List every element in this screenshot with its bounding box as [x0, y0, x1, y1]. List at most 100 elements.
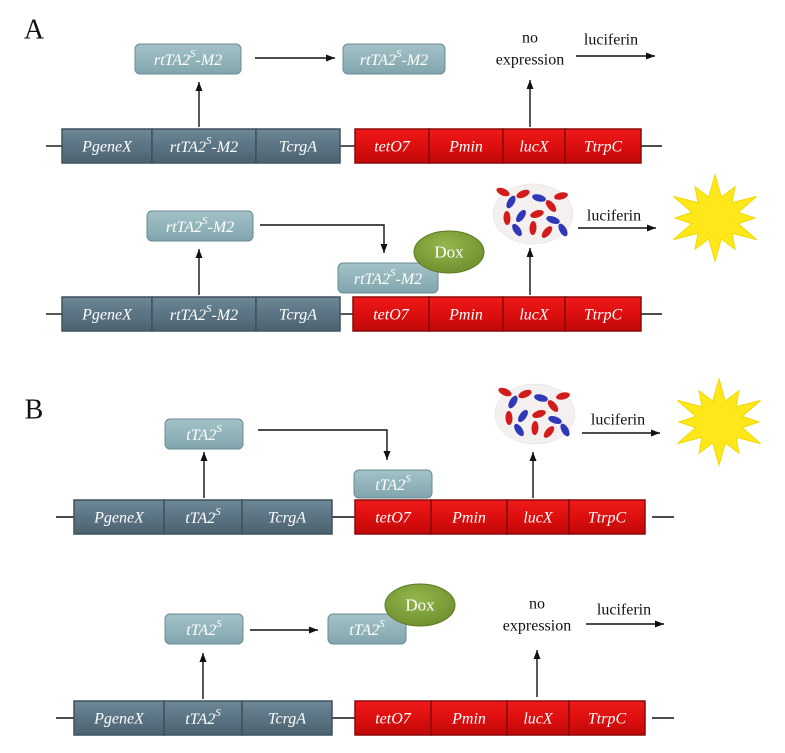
a2-luciferase-protein-structure-icon-strand: [516, 189, 530, 199]
b1-luciferase-protein-structure-icon-strand: [505, 411, 513, 425]
a1-red-track-seg-2: [502, 128, 566, 164]
a1-grey-track-seg-2: [255, 128, 341, 164]
b2-expression-label: expression: [503, 618, 571, 635]
a2-dox-shape: [413, 230, 485, 274]
a1-protein-right: rtTA2S-M2: [342, 43, 446, 75]
b2-red-track-label-0: tetO7: [375, 711, 412, 728]
b2-no-label: no: [529, 596, 545, 613]
b1-red-track-label-0: tetO7: [375, 510, 412, 527]
b1-protein-bound-label: tTA2S: [375, 473, 411, 494]
a2-arrow-bind: [260, 224, 388, 253]
b1-grey-track-seg-2: [241, 499, 333, 535]
a2-dox-label: Dox: [434, 243, 464, 262]
a1-grey-track-label-2: TcrgA: [279, 139, 317, 156]
b2-grey-track-seg-2: [241, 700, 333, 736]
b1-luciferase-protein-structure-icon-strand: [508, 395, 518, 409]
panel-label-a: A: [24, 15, 45, 46]
b1-protein-bound: tTA2S: [353, 469, 433, 499]
a2-dox: Dox: [413, 230, 485, 274]
a2-red-track-seg-3: [564, 296, 642, 332]
a2-grey-track-label-2: TcrgA: [279, 307, 317, 324]
b2-red-track-label-1: Pmin: [451, 711, 486, 728]
a2-light-burst-icon: [673, 172, 757, 264]
b1-luciferase-protein-structure-icon-strand: [547, 400, 559, 412]
b1-protein-left-box: [164, 418, 244, 450]
b1-grey-track-label-1: tTA2S: [185, 506, 221, 527]
b2-protein-left-label: tTA2S: [186, 618, 222, 639]
a1-red-track-seg-3: [564, 128, 642, 164]
a1-red-track-seg-0: [354, 128, 430, 164]
a1-protein-left-label: rtTA2S-M2: [154, 48, 222, 69]
b2-red-track-seg-0: [354, 700, 432, 736]
b2-red-track-seg-1: [430, 700, 508, 736]
panel-label-b: B: [25, 395, 44, 426]
b2-protein-right-box: [327, 613, 407, 645]
a2-protein-left-box: [146, 210, 254, 242]
b1-grey-track-seg-0: [73, 499, 165, 535]
a1-grey-track: PgeneX rtTA2S-M2 TcrgA: [61, 128, 341, 164]
b2-dox-label: Dox: [405, 596, 435, 615]
b2-protein-left: tTA2S: [164, 613, 244, 645]
a1-protein-left: rtTA2S-M2: [134, 43, 242, 75]
b1-luciferase-protein-structure-icon-strand: [531, 421, 539, 435]
b2-grey-track-label-2: TcrgA: [268, 711, 306, 728]
b1-luciferase-protein-structure-icon-strand: [532, 410, 546, 418]
b1-red-track-label-1: Pmin: [451, 510, 486, 527]
b2-protein-right: tTA2S: [327, 613, 407, 645]
a2-protein-left-label: rtTA2S-M2: [166, 215, 234, 236]
b2-red-track-label-2: lucX: [523, 711, 554, 728]
b1-luciferase-protein-structure-icon-strand: [518, 409, 528, 423]
a1-red-track-label-3: TtrpC: [584, 139, 623, 156]
a2-grey-track-label-1: rtTA2S-M2: [170, 303, 238, 324]
b2-red-track-label-3: TtrpC: [588, 711, 627, 728]
a2-protein-bound-box: [337, 262, 439, 294]
a1-expression-label: expression: [496, 52, 564, 69]
b1-arrow-bind: [258, 429, 391, 460]
b2-protein-right-label: tTA2S: [349, 618, 385, 639]
b1-luciferase-protein-structure-icon-strand: [534, 394, 548, 402]
a2-luciferase-protein-structure-icon-strand: [545, 200, 557, 212]
b1-luciferase-protein-structure-icon-strand: [548, 415, 562, 425]
b2-grey-track-label-0: PgeneX: [93, 711, 145, 728]
a2-protein-bound: rtTA2S-M2: [337, 262, 439, 294]
b1-protein-left-label: tTA2S: [186, 423, 222, 444]
a2-red-track-label-3: TtrpC: [584, 307, 623, 324]
b1-luciferase-protein-structure-icon-strand: [560, 423, 570, 437]
a1-grey-track-seg-0: [61, 128, 153, 164]
a2-luciferase-protein-structure-icon-strand: [506, 195, 516, 209]
b1-red-track-seg-3: [568, 499, 646, 535]
a2-protein-left: rtTA2S-M2: [146, 210, 254, 242]
b1-luciferase-protein-structure-icon: [494, 383, 576, 445]
b2-red-track: tetO7 Pmin lucX TtrpC: [354, 700, 646, 736]
b2-red-track-seg-3: [568, 700, 646, 736]
a2-red-track-label-1: Pmin: [448, 307, 483, 324]
a1-grey-track-label-1: rtTA2S-M2: [170, 135, 238, 156]
b1-red-track-seg-2: [506, 499, 570, 535]
a1-no-label: no: [522, 30, 538, 47]
a2-red-track-label-0: tetO7: [373, 307, 410, 324]
a2-luciferase-protein-structure-icon-strand: [529, 221, 537, 235]
b1-protein-bound-box: [353, 469, 433, 499]
a2-luciferase-protein-structure-icon-strand: [512, 223, 522, 237]
a2-grey-track-seg-0: [61, 296, 153, 332]
a2-luciferin-label: luciferin: [587, 208, 641, 225]
a2-luciferase-protein-structure-icon-strand: [558, 223, 568, 237]
b2-dox-shape: [384, 583, 456, 627]
a1-protein-right-label: rtTA2S-M2: [360, 48, 428, 69]
b2-dox: Dox: [384, 583, 456, 627]
a2-luciferase-protein-structure-icon-strand: [546, 215, 560, 225]
b1-luciferase-protein-structure-icon-strand: [498, 387, 512, 397]
b2-grey-track-seg-0: [73, 700, 165, 736]
b1-red-track-label-2: lucX: [523, 510, 554, 527]
b2-luciferin-label: luciferin: [597, 602, 651, 619]
a2-protein-bound-label: rtTA2S-M2: [354, 267, 422, 288]
a1-red-track-label-0: tetO7: [374, 139, 411, 156]
a1-grey-track-label-0: PgeneX: [81, 139, 133, 156]
